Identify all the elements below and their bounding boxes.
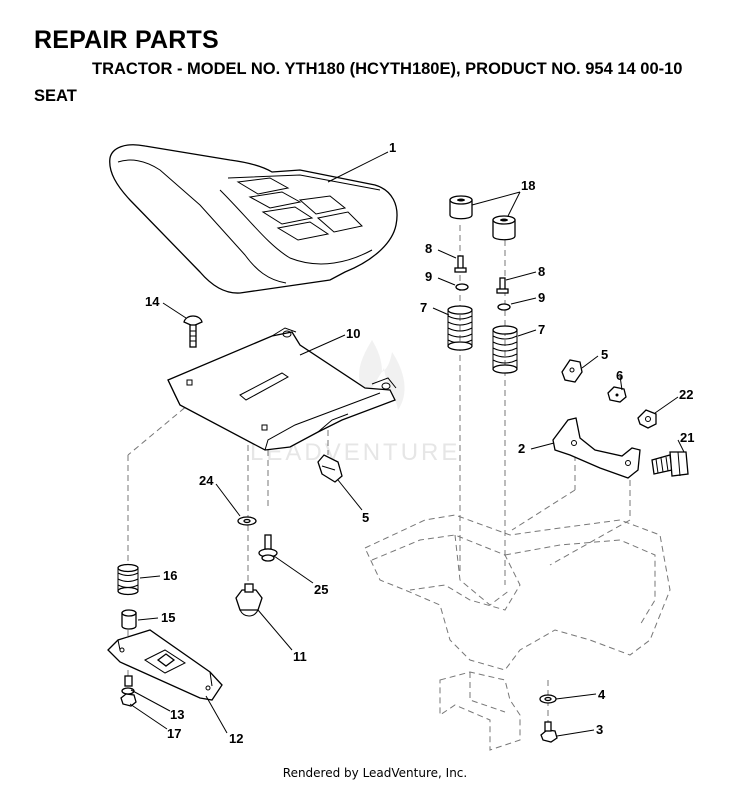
callout-3: 3	[596, 722, 603, 737]
pivot-bolt-part	[258, 534, 278, 562]
adjustment-knob-part	[235, 583, 263, 617]
callout-17: 17	[167, 726, 181, 741]
page-title: REPAIR PARTS	[34, 26, 219, 54]
small-spacer-part	[121, 609, 137, 630]
callout-12: 12	[229, 731, 243, 746]
callout-8-right: 8	[538, 264, 545, 279]
callout-11: 11	[293, 649, 307, 664]
seat-pads	[236, 177, 364, 241]
callout-24: 24	[199, 473, 214, 488]
callout-10: 10	[346, 326, 360, 341]
washer-part	[237, 516, 257, 526]
nut-parts	[607, 386, 657, 429]
seat-part	[109, 144, 398, 294]
callout-18: 18	[521, 178, 535, 193]
callout-9-right: 9	[538, 290, 545, 305]
callout-16: 16	[163, 568, 177, 583]
slide-plate-part	[107, 629, 223, 701]
callout-6: 6	[616, 368, 623, 383]
callout-13: 13	[170, 707, 184, 722]
shoulder-bolt-part	[651, 451, 689, 477]
model-subtitle: TRACTOR - MODEL NO. YTH180 (HCYTH180E), …	[92, 60, 683, 78]
callout-14: 14	[145, 294, 160, 309]
callout-5-lower: 5	[362, 510, 369, 525]
callout-1: 1	[389, 140, 396, 155]
latch-clip-parts	[317, 359, 583, 483]
callout-21: 21	[680, 430, 694, 445]
callout-2: 2	[518, 441, 525, 456]
seat-spring-parts	[447, 305, 518, 374]
callout-9-left: 9	[425, 269, 432, 284]
bracket-part	[552, 417, 641, 479]
callout-numbers: 1 18 8 9 7 8 9 7 14 10 5 6 22 2 21 24 5 …	[145, 140, 694, 746]
callout-25: 25	[314, 582, 328, 597]
footer-credit: Rendered by LeadVenture, Inc.	[282, 766, 468, 780]
lock-washer-and-nut-parts	[120, 675, 137, 707]
adjust-spring-part	[117, 563, 139, 596]
carriage-bolt-part	[183, 315, 203, 348]
spacer-parts	[449, 195, 516, 241]
callout-8-left: 8	[425, 241, 432, 256]
screw-and-washer-parts	[454, 255, 511, 311]
callout-5-upper: 5	[601, 347, 608, 362]
frame-washer-and-bolt-parts	[539, 694, 558, 743]
callout-22: 22	[679, 387, 693, 402]
callout-7-right: 7	[538, 322, 545, 337]
section-heading: SEAT	[34, 87, 77, 105]
callout-4: 4	[598, 687, 606, 702]
callout-7-left: 7	[420, 300, 427, 315]
callout-15: 15	[161, 610, 175, 625]
seat-pan-part	[167, 327, 397, 451]
callout-leaders	[129, 151, 685, 737]
tractor-frame-outline	[364, 514, 671, 751]
